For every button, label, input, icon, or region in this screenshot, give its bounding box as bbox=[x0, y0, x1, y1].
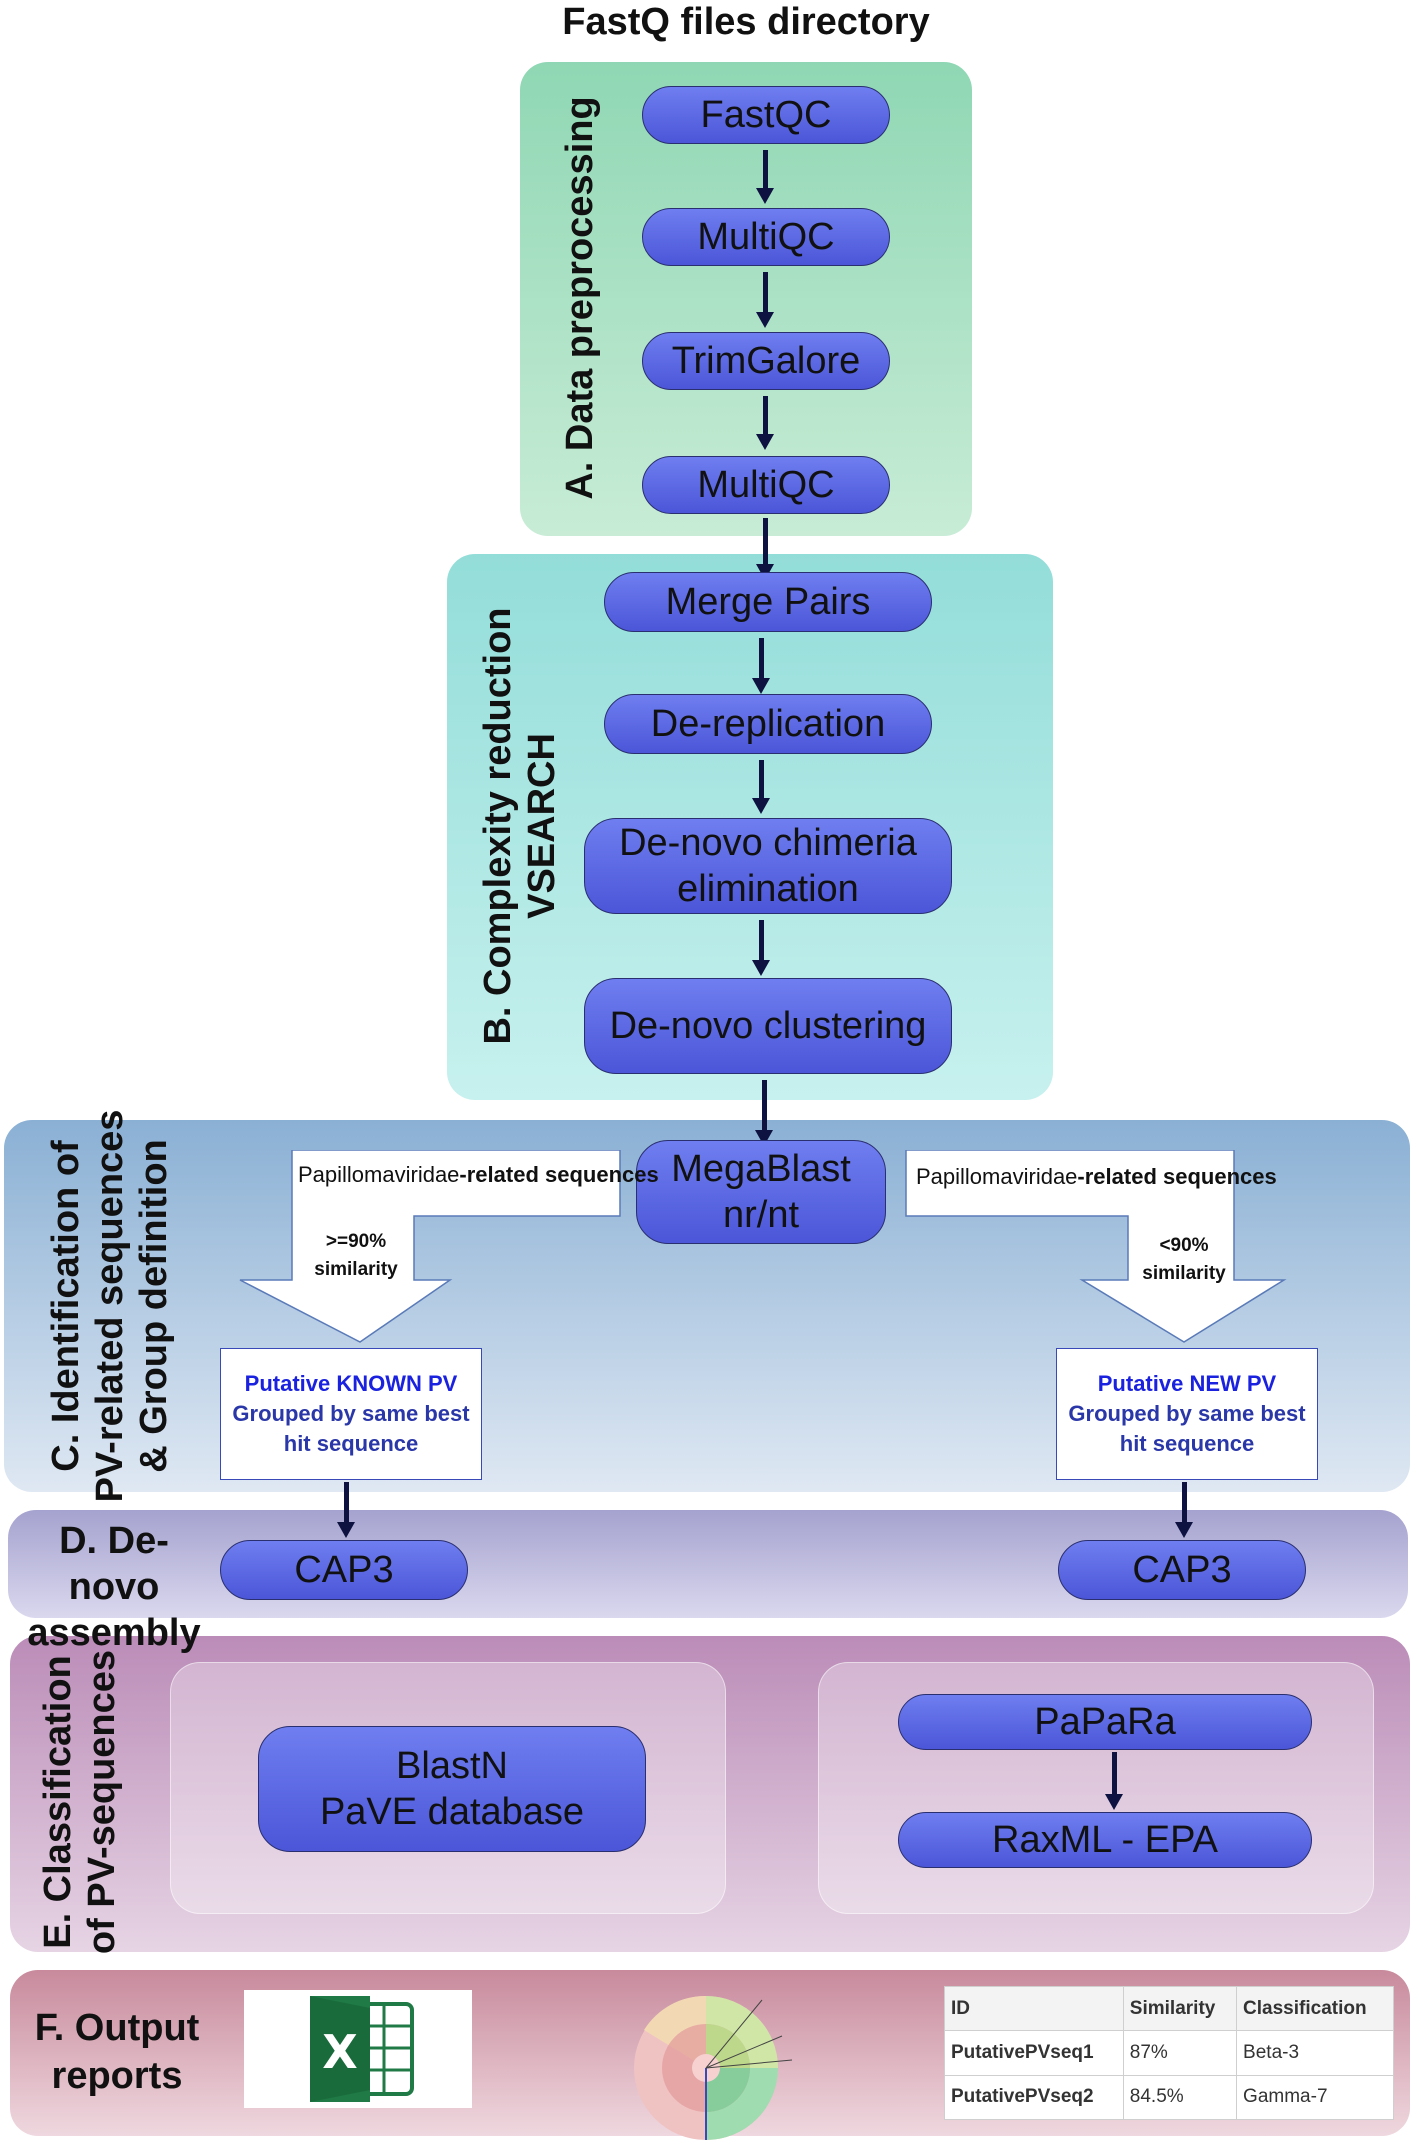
step-multiqc-1: MultiQC bbox=[642, 208, 890, 266]
section-c-label: C. Identification of PV-related sequence… bbox=[45, 1109, 175, 1503]
diagram-title: FastQ files directory bbox=[562, 1, 930, 43]
result-known-title: Putative KNOWN PV bbox=[244, 1371, 458, 1396]
section-a-label: A. Data preprocessing bbox=[559, 96, 601, 500]
callout-known-taxon: Papillomaviridae bbox=[298, 1162, 460, 1187]
arrow-c-right bbox=[1175, 1482, 1193, 1538]
callout-new-taxon: Papillomaviridae bbox=[916, 1164, 1078, 1189]
arrow-a-to-b bbox=[756, 518, 774, 580]
table-cell: Beta-3 bbox=[1236, 2030, 1394, 2076]
step-cap3-right: CAP3 bbox=[1058, 1540, 1306, 1600]
table-header-row: ID Similarity Classification bbox=[944, 1985, 1394, 2032]
table-header-cell: Classification bbox=[1236, 1985, 1394, 2032]
table-header-cell: ID bbox=[944, 1985, 1124, 2032]
callout-known-text: Papillomaviridae-related sequences bbox=[298, 1162, 659, 1196]
phylogenetic-tree-icon bbox=[632, 1990, 802, 2140]
callout-known-criteria: >=90% similarity bbox=[314, 1231, 398, 1280]
step-blastn: BlastN PaVE database bbox=[258, 1726, 646, 1852]
result-new-pv: Putative NEW PV Grouped by same best hit… bbox=[1056, 1348, 1318, 1480]
result-new-title: Putative NEW PV bbox=[1097, 1371, 1277, 1396]
section-b-label: B. Complexity reduction VSEARCH bbox=[477, 607, 563, 1045]
callout-known-suffix: -related sequences bbox=[459, 1162, 659, 1187]
arrow-e bbox=[1105, 1752, 1123, 1810]
result-new-body: Grouped by same best hit sequence bbox=[1068, 1401, 1306, 1456]
table-cell: PutativePVseq2 bbox=[944, 2074, 1124, 2121]
table-cell: PutativePVseq1 bbox=[944, 2030, 1124, 2076]
arrow-c-left bbox=[337, 1482, 355, 1538]
result-known-body: Grouped by same best hit sequence bbox=[232, 1401, 470, 1456]
table-row: PutativePVseq2 84.5% Gamma-7 bbox=[944, 2074, 1394, 2121]
step-megablast: MegaBlast nr/nt bbox=[636, 1140, 886, 1244]
section-e-label: E. Classification of PV-sequences bbox=[37, 1649, 123, 1955]
callout-new-text: Papillomaviridae-related sequences bbox=[916, 1164, 1277, 1198]
table-row: PutativePVseq1 87% Beta-3 bbox=[944, 2030, 1394, 2076]
svg-text:X: X bbox=[322, 2025, 357, 2079]
arrow-b-to-c bbox=[755, 1080, 773, 1146]
arrow-b3 bbox=[752, 920, 770, 976]
table-cell: 87% bbox=[1122, 2030, 1238, 2076]
arrow-a2 bbox=[756, 272, 774, 328]
step-papara: PaPaRa bbox=[898, 1694, 1312, 1750]
result-known-pv: Putative KNOWN PV Grouped by same best h… bbox=[220, 1348, 482, 1480]
step-fastqc: FastQC bbox=[642, 86, 890, 144]
callout-new-suffix: -related sequences bbox=[1077, 1164, 1277, 1189]
section-d-label: D. De-novo assembly bbox=[27, 1520, 201, 1654]
step-trimgalore: TrimGalore bbox=[642, 332, 890, 390]
step-denovo-clustering: De-novo clustering bbox=[584, 978, 952, 1074]
step-cap3-left: CAP3 bbox=[220, 1540, 468, 1600]
callout-known-arrow bbox=[239, 1150, 621, 1343]
step-merge-pairs: Merge Pairs bbox=[604, 572, 932, 632]
table-cell: Gamma-7 bbox=[1236, 2074, 1394, 2121]
arrow-b2 bbox=[752, 760, 770, 814]
arrow-a1 bbox=[756, 150, 774, 204]
step-raxml: RaxML - EPA bbox=[898, 1812, 1312, 1868]
step-chimera-elimination: De-novo chimeria elimination bbox=[584, 818, 952, 914]
callout-new-arrow bbox=[905, 1150, 1287, 1343]
arrow-a3 bbox=[756, 396, 774, 450]
output-table: ID Similarity Classification PutativePVs… bbox=[944, 1985, 1394, 2121]
table-cell: 84.5% bbox=[1122, 2074, 1238, 2121]
step-multiqc-2: MultiQC bbox=[642, 456, 890, 514]
excel-icon: X bbox=[244, 1990, 472, 2108]
table-header-cell: Similarity bbox=[1122, 1985, 1238, 2032]
step-dereplication: De-replication bbox=[604, 694, 932, 754]
arrow-b1 bbox=[752, 638, 770, 694]
section-f-label: F. Output reports bbox=[34, 2007, 200, 2097]
callout-new-criteria: <90% similarity bbox=[1142, 1235, 1226, 1284]
